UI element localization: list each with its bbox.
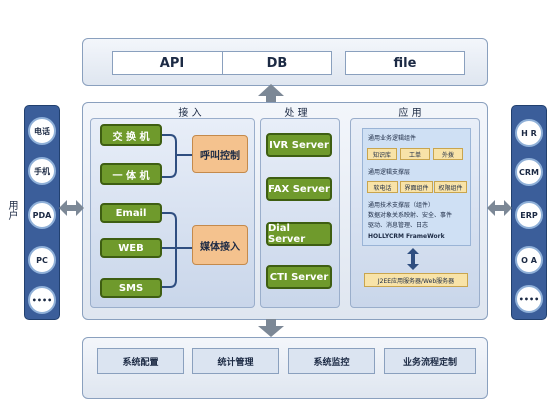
all-in-one-box: 一 体 机 <box>100 163 162 185</box>
workflow-box: 业务流程定制 <box>384 348 476 374</box>
fax-server: FAX Server <box>266 177 332 201</box>
system-hr: H R <box>515 119 543 147</box>
cti-server: CTI Server <box>266 265 332 289</box>
device-phone: 电话 <box>28 117 56 145</box>
media-access-box: 媒体接入 <box>192 225 248 265</box>
down-arrow-icon <box>258 319 284 337</box>
system-more: •••• <box>515 285 543 313</box>
sms-box: SMS <box>100 278 162 298</box>
device-pc: PC <box>28 246 56 274</box>
framework-label: HOLLYCRM FrameWork <box>368 233 445 240</box>
system-config-box: 系统配置 <box>97 348 184 374</box>
file-box: file <box>345 51 465 75</box>
media-access-bracket <box>162 212 192 288</box>
dial-server: Dial Server <box>266 222 332 246</box>
double-arrow-icon <box>407 248 419 270</box>
device-more: •••• <box>28 286 56 314</box>
knowledge-tag: 知识库 <box>367 148 397 160</box>
j2ee-label: J2EE应用服务器/Web服务器 <box>364 273 468 287</box>
biz-title: 通用业务逻辑组件 <box>368 135 417 142</box>
tech-title: 通用技术支撑层（组件） <box>368 202 435 209</box>
web-box: WEB <box>100 238 162 258</box>
email-box: Email <box>100 203 162 223</box>
ivr-server: IVR Server <box>266 133 332 157</box>
system-oa: O A <box>515 246 543 274</box>
ticket-tag: 工单 <box>400 148 430 160</box>
ui-component-tag: 界面组件 <box>400 181 433 193</box>
tech-line2: 驱动、消息管理、日志 <box>368 222 429 229</box>
device-mobile: 手机 <box>28 157 56 185</box>
left-double-arrow-icon <box>59 200 84 216</box>
system-erp: ERP <box>515 201 543 229</box>
support-title: 通用逻辑支撑层 <box>368 169 411 176</box>
device-pda: PDA <box>28 201 56 229</box>
access-header: 接 入 <box>178 108 202 119</box>
system-crm: CRM <box>515 158 543 186</box>
process-header: 处 理 <box>284 108 308 119</box>
call-control-box: 呼叫控制 <box>192 135 248 173</box>
outbound-tag: 外拨 <box>433 148 463 160</box>
user-label: 用户 <box>6 200 17 220</box>
call-control-bracket <box>162 134 192 178</box>
tech-line1: 数据对象关系映射、安全、事件 <box>368 212 453 219</box>
app-header: 应 用 <box>398 108 422 119</box>
softphone-tag: 软电话 <box>367 181 398 193</box>
api-box: API <box>112 51 232 75</box>
db-box: DB <box>222 51 332 75</box>
stats-box: 统计管理 <box>192 348 279 374</box>
monitor-box: 系统监控 <box>288 348 375 374</box>
permission-tag: 权限组件 <box>434 181 467 193</box>
switch-box: 交 换 机 <box>100 124 162 146</box>
right-double-arrow-icon <box>487 200 512 216</box>
up-arrow-icon <box>258 84 284 104</box>
